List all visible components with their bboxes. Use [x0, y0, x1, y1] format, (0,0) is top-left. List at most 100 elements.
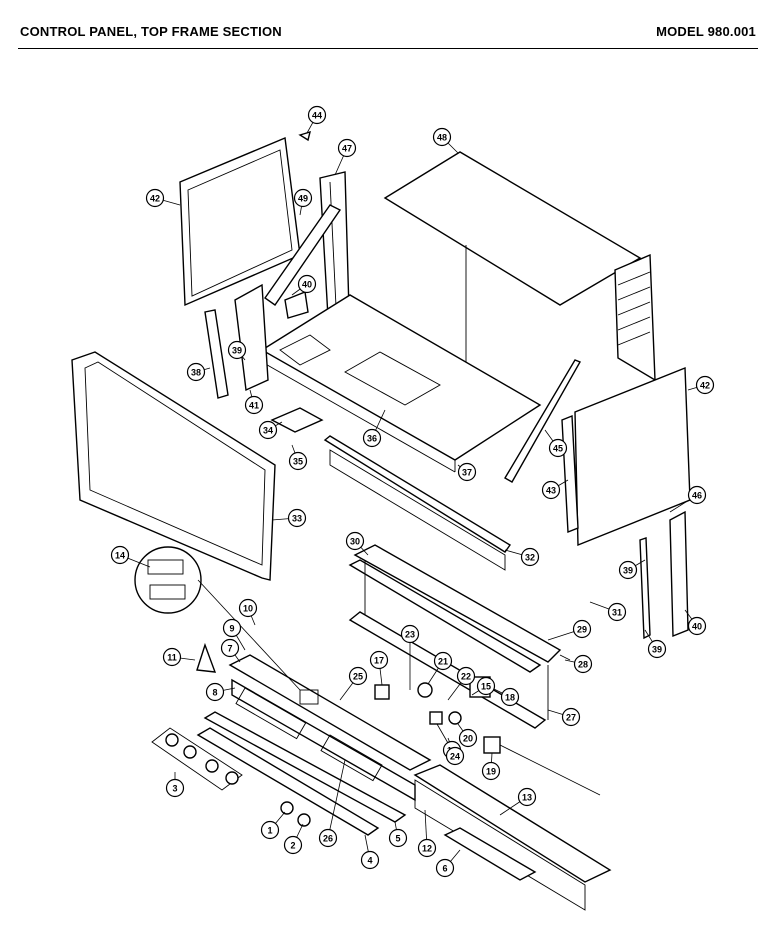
callout-7: 7	[220, 638, 240, 658]
svg-text:38: 38	[191, 368, 201, 378]
callout-22: 22	[456, 666, 476, 686]
callout-33: 33	[287, 508, 307, 528]
callout-1: 1	[260, 820, 280, 840]
callout-35: 35	[288, 451, 308, 471]
callout-46: 46	[687, 485, 707, 505]
rear-bracket-right	[669, 510, 689, 638]
leader-26	[327, 759, 346, 839]
callout-27: 27	[561, 707, 581, 727]
svg-text:46: 46	[692, 491, 702, 501]
right-brace	[504, 359, 582, 483]
callout-44: 44	[307, 105, 327, 125]
svg-text:49: 49	[298, 194, 308, 204]
callout-25: 25	[348, 666, 368, 686]
callout-markers: 1234567891011121314151617181920212223242…	[110, 105, 715, 878]
top-frame	[260, 294, 542, 473]
callout-10: 10	[238, 598, 258, 618]
callout-13: 13	[517, 787, 537, 807]
bottom-trim	[196, 727, 380, 836]
svg-text:18: 18	[505, 693, 515, 703]
callout-40: 40	[687, 616, 707, 636]
svg-text:19: 19	[486, 767, 496, 777]
svg-text:48: 48	[437, 133, 447, 143]
callout-38: 38	[186, 362, 206, 382]
svg-text:3: 3	[172, 784, 177, 794]
svg-text:40: 40	[692, 622, 702, 632]
svg-text:37: 37	[462, 468, 472, 478]
callout-32: 32	[520, 547, 540, 567]
svg-text:44: 44	[312, 111, 322, 121]
callout-41: 41	[244, 395, 264, 415]
component-20	[448, 711, 462, 725]
callout-9: 9	[222, 618, 242, 638]
callout-45: 45	[548, 438, 568, 458]
front-trim	[323, 435, 512, 571]
svg-text:42: 42	[150, 194, 160, 204]
control-knobs	[151, 727, 243, 791]
side-bracket	[234, 283, 269, 392]
callout-39: 39	[227, 340, 247, 360]
support-foot	[196, 642, 217, 673]
callout-23: 23	[400, 624, 420, 644]
callout-26: 26	[318, 828, 338, 848]
base-tray	[413, 764, 612, 911]
header-divider	[18, 48, 758, 49]
svg-text:32: 32	[525, 553, 535, 563]
callout-28: 28	[573, 654, 593, 674]
svg-text:6: 6	[442, 864, 447, 874]
component-19	[483, 736, 501, 754]
model-number: MODEL 980.001	[656, 24, 756, 39]
callout-20: 20	[458, 728, 478, 748]
base-bracket	[443, 827, 537, 881]
callout-6: 6	[435, 858, 455, 878]
svg-text:31: 31	[612, 608, 622, 618]
svg-text:9: 9	[229, 624, 234, 634]
callout-5: 5	[388, 828, 408, 848]
svg-text:8: 8	[212, 688, 217, 698]
svg-text:4: 4	[367, 856, 372, 866]
callout-39: 39	[647, 639, 667, 659]
callout-24: 24	[445, 746, 465, 766]
svg-text:17: 17	[374, 656, 384, 666]
control-panel	[228, 654, 432, 802]
callout-2: 2	[283, 835, 303, 855]
svg-text:22: 22	[461, 672, 471, 682]
svg-text:26: 26	[323, 834, 333, 844]
callout-3: 3	[165, 778, 185, 798]
svg-text:23: 23	[405, 630, 415, 640]
callout-14: 14	[110, 545, 130, 565]
callout-47: 47	[337, 138, 357, 158]
callout-48: 48	[432, 127, 452, 147]
access-plate	[270, 407, 324, 433]
callout-40: 40	[297, 274, 317, 294]
callout-8: 8	[205, 682, 225, 702]
svg-text:33: 33	[292, 514, 302, 524]
callout-42: 42	[145, 188, 165, 208]
svg-text:41: 41	[249, 401, 259, 411]
small-bracket	[284, 291, 309, 319]
svg-text:15: 15	[481, 682, 491, 692]
svg-text:47: 47	[342, 144, 352, 154]
svg-text:7: 7	[227, 644, 232, 654]
knob-2	[297, 813, 311, 827]
screw-44	[298, 130, 311, 142]
callout-11: 11	[162, 647, 182, 667]
callout-42: 42	[695, 375, 715, 395]
front-panel-frame	[71, 351, 276, 581]
svg-text:10: 10	[243, 604, 253, 614]
svg-text:12: 12	[422, 844, 432, 854]
svg-text:39: 39	[232, 346, 242, 356]
svg-text:35: 35	[293, 457, 303, 467]
svg-text:34: 34	[263, 426, 273, 436]
rear-rail-right	[639, 537, 651, 640]
callout-17: 17	[369, 650, 389, 670]
svg-text:28: 28	[578, 660, 588, 670]
svg-text:21: 21	[438, 657, 448, 667]
svg-text:14: 14	[115, 551, 125, 561]
callout-34: 34	[258, 420, 278, 440]
callout-29: 29	[572, 619, 592, 639]
svg-text:39: 39	[652, 645, 662, 655]
page-title: CONTROL PANEL, TOP FRAME SECTION	[20, 24, 282, 39]
